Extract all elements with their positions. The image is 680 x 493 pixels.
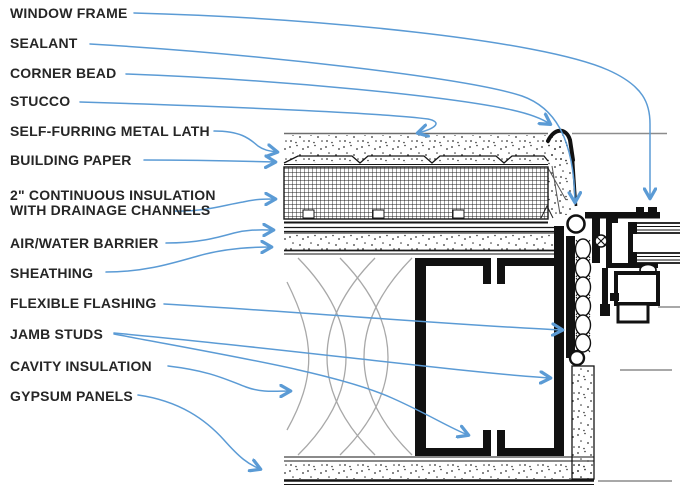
sheathing-layer (284, 226, 564, 258)
leader-sealant (89, 43, 575, 202)
sealant-exterior (566, 214, 586, 234)
window-frame (585, 207, 680, 324)
leader-flexible-flashing (163, 303, 562, 330)
glazing-unit (628, 222, 680, 264)
label-window-frame: WINDOW FRAME (10, 5, 128, 21)
air-water-barrier (284, 226, 558, 233)
label-cavity-insulation: CAVITY INSULATION (10, 358, 152, 374)
flexible-flashing (566, 236, 575, 358)
leader-air-water-barrier (165, 230, 273, 244)
cavity-insulation-batt (286, 257, 413, 456)
leader-jamb-studs-1 (113, 332, 550, 378)
continuous-insulation-board (283, 166, 549, 224)
leader-metal-lath (213, 130, 277, 152)
sealant-joints (566, 214, 586, 367)
label-sealant: SEALANT (10, 35, 78, 51)
label-self-furring-lath: SELF-FURRING METAL LATH (10, 123, 210, 139)
label-air-water-barrier: AIR/WATER BARRIER (10, 235, 159, 251)
leader-building-paper (143, 160, 275, 162)
leader-window-frame (133, 12, 650, 198)
leader-corner-bead (125, 73, 550, 124)
leader-cavity-insulation (167, 365, 290, 391)
label-jamb-studs: JAMB STUDS (10, 326, 104, 342)
sealant-interior (568, 349, 586, 367)
label-corner-bead: CORNER BEAD (10, 65, 117, 81)
label-building-paper: BUILDING PAPER (10, 152, 132, 168)
leader-jamb-studs-2 (113, 333, 468, 435)
gypsum-return (571, 365, 595, 480)
leader-lines (79, 12, 650, 469)
drainage-channels (302, 209, 465, 219)
label-stucco: STUCCO (10, 93, 71, 109)
label-sheathing: SHEATHING (10, 265, 94, 281)
label-continuous-insulation: 2" CONTINUOUS INSULATION WITH DRAINAGE C… (10, 187, 216, 218)
leader-sheathing (105, 247, 271, 273)
leader-stucco (79, 101, 437, 133)
self-furring-metal-lath (283, 155, 549, 164)
label-gypsum-panels: GYPSUM PANELS (10, 388, 133, 404)
gypsum-panels (284, 365, 595, 485)
label-flexible-flashing: FLEXIBLE FLASHING (10, 295, 157, 311)
jamb-gap-insulation (574, 238, 592, 353)
leader-gypsum-panels (137, 394, 260, 469)
frame-fastener (594, 234, 608, 248)
leader-insulation (173, 199, 275, 212)
jamb-studs (415, 258, 564, 456)
